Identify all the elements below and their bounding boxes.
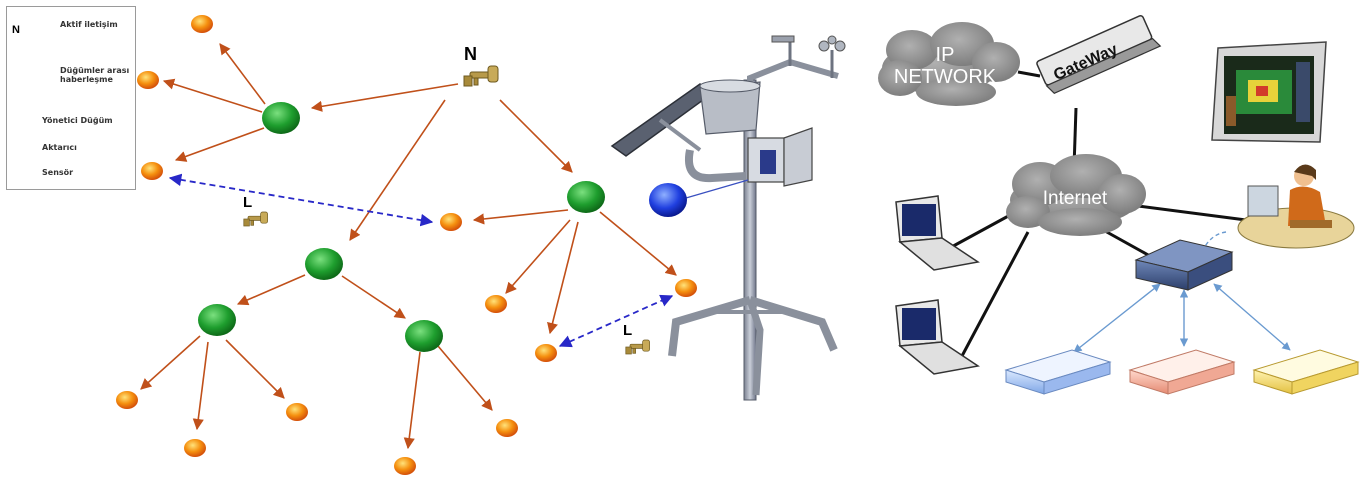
legend-label-sensor: Sensör bbox=[42, 168, 74, 177]
link-r2-r5 bbox=[341, 275, 406, 319]
legend-corner-letter: N bbox=[12, 24, 20, 36]
link-r1-s2 bbox=[162, 78, 263, 113]
link-r1-s1 bbox=[219, 43, 266, 105]
link-key-icon-2 bbox=[625, 339, 650, 355]
link-label-2: L bbox=[623, 322, 633, 339]
peer-link-2 bbox=[558, 294, 674, 348]
sensor-node bbox=[535, 344, 557, 362]
internet-label: Internet bbox=[1042, 188, 1108, 209]
sensor-node bbox=[116, 391, 138, 409]
manager-node bbox=[649, 183, 687, 217]
ip-network-label: IP NETWORK bbox=[893, 44, 997, 88]
monitor-icon bbox=[1211, 41, 1327, 143]
root-node-key-icon bbox=[463, 65, 499, 87]
link-r2-r4 bbox=[236, 274, 306, 306]
laptop-icon bbox=[895, 299, 980, 375]
legend-label-relay: Aktarıcı bbox=[42, 143, 77, 152]
ip-network-cloud bbox=[878, 22, 1020, 106]
link-r3-s7 bbox=[599, 211, 677, 276]
server-red bbox=[1128, 349, 1236, 395]
relay-node bbox=[305, 248, 343, 280]
sensor-node bbox=[496, 419, 518, 437]
sensor-node bbox=[137, 71, 159, 89]
relay-node bbox=[567, 181, 605, 213]
sensor-node bbox=[440, 213, 462, 231]
sensor-node bbox=[191, 15, 213, 33]
sensor-node bbox=[286, 403, 308, 421]
sensor-node bbox=[184, 439, 206, 457]
legend-label-peer: Düğümler arası haberleşme bbox=[60, 66, 130, 84]
legend-label-manager: Yönetici Düğüm bbox=[42, 116, 113, 125]
laptop-icon bbox=[895, 195, 980, 271]
relay-node bbox=[198, 304, 236, 336]
relay-node bbox=[262, 102, 300, 134]
sensor-node bbox=[141, 162, 163, 180]
server-blue bbox=[1004, 349, 1112, 395]
link-root-relay1 bbox=[310, 83, 459, 112]
link-r4-s9 bbox=[192, 341, 209, 431]
link-r1-s3 bbox=[174, 127, 265, 162]
active-links bbox=[140, 43, 677, 450]
relay-nodes bbox=[198, 102, 605, 352]
legend-box bbox=[6, 6, 136, 190]
root-node-label: N bbox=[464, 44, 477, 64]
it-network bbox=[878, 15, 1360, 395]
link-key-icon-1 bbox=[243, 211, 268, 227]
gateway-device bbox=[1036, 15, 1162, 94]
sensor-node bbox=[394, 457, 416, 475]
sensor-node bbox=[675, 279, 697, 297]
sensor-node bbox=[485, 295, 507, 313]
legend-label-active: Aktif iletişim bbox=[60, 20, 118, 29]
peer-links bbox=[168, 173, 674, 348]
peer-link-1 bbox=[168, 173, 434, 227]
link-r5-s12 bbox=[437, 345, 493, 411]
network-switch bbox=[1134, 239, 1234, 291]
link-label-1: L bbox=[243, 194, 253, 211]
weather-station-illustration bbox=[610, 35, 846, 401]
link-r3-s6 bbox=[547, 221, 579, 335]
sensor-nodes bbox=[116, 15, 697, 475]
link-root-relay3 bbox=[499, 99, 573, 173]
link-r5-s11 bbox=[403, 351, 421, 450]
link-root-relay2 bbox=[349, 99, 446, 241]
internet-cloud bbox=[1006, 154, 1146, 236]
link-r4-s10 bbox=[225, 339, 285, 399]
link-r3-s5 bbox=[505, 219, 571, 294]
link-r4-s8 bbox=[140, 335, 201, 390]
relay-node bbox=[405, 320, 443, 352]
operator-workstation-icon bbox=[1237, 164, 1355, 249]
server-yellow bbox=[1252, 349, 1360, 395]
link-r3-s4 bbox=[472, 209, 569, 225]
